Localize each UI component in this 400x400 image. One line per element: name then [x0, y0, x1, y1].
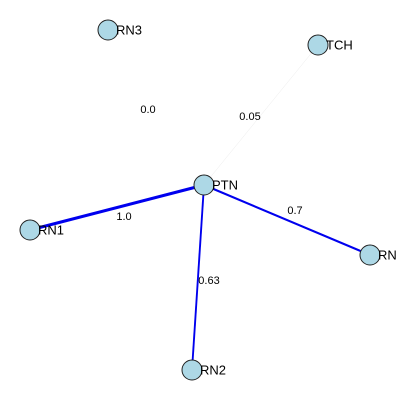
edge-weight-label: 0.7	[287, 205, 302, 217]
edge-ptn-rn	[203, 184, 371, 256]
node-circle[interactable]	[193, 174, 215, 196]
edge-ptn-rn1	[29, 183, 205, 232]
node-label: RN2	[200, 362, 226, 377]
node-circle[interactable]	[97, 19, 119, 41]
edge-ptn-tch	[203, 44, 319, 186]
node-circle[interactable]	[307, 34, 329, 56]
node-rn3[interactable]: RN3	[97, 19, 142, 41]
node-rn[interactable]: RN	[359, 244, 397, 266]
edge-weight-label: 1.0	[116, 211, 131, 223]
node-circle[interactable]	[359, 244, 381, 266]
node-label: RN1	[38, 222, 64, 237]
node-ptn[interactable]: PTN	[193, 174, 238, 196]
edge-weight-label: 0.05	[239, 111, 260, 123]
edges-layer	[29, 30, 371, 371]
edge-ptn-rn2	[191, 184, 205, 371]
node-rn2[interactable]: RN2	[181, 359, 226, 381]
node-label: TCH	[326, 37, 353, 52]
node-label: PTN	[212, 177, 238, 192]
edge-ptn-rn3	[108, 30, 204, 185]
edge-weight-label: 0.0	[140, 104, 155, 116]
node-label: RN3	[116, 22, 142, 37]
node-circle[interactable]	[19, 219, 41, 241]
edge-labels-layer: 0.0 0.05 1.0 0.7 0.63	[116, 104, 302, 287]
node-label: RN	[378, 247, 397, 262]
node-rn1[interactable]: RN1	[19, 219, 64, 241]
edge-weight-label: 0.63	[198, 275, 219, 287]
node-circle[interactable]	[181, 359, 203, 381]
node-tch[interactable]: TCH	[307, 34, 353, 56]
